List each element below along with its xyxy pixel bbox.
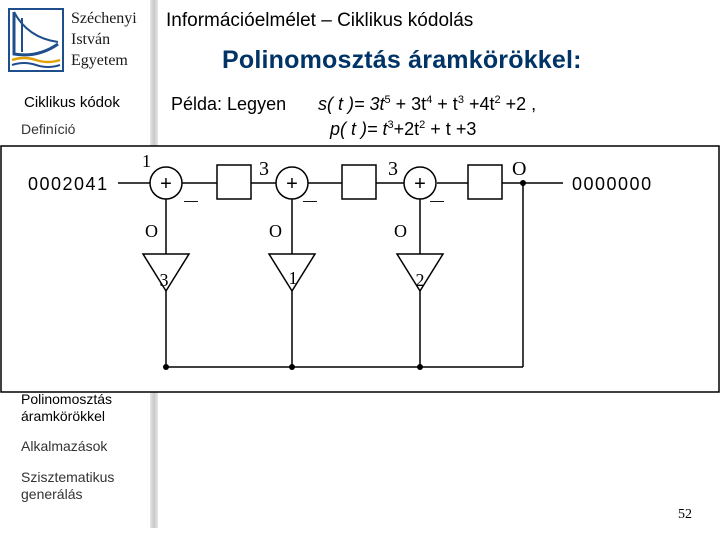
example-label: Példa: Legyen <box>171 94 287 114</box>
division-circuit-diagram: + — 1 O + — 3 O + — 3 O O 3 1 2 0002041 … <box>0 145 720 393</box>
nav-item-cyclic-codes[interactable]: Ciklikus kódok <box>24 94 120 111</box>
multiplier-1: 3 <box>141 253 191 293</box>
input-bitstream: 0002041 <box>28 174 109 194</box>
adder-input-value: 3 <box>259 158 269 180</box>
adder-3: + — 3 O <box>388 158 444 241</box>
multiplier-coefficient: 1 <box>289 268 298 288</box>
nav-item-label: áramkörökkel <box>21 408 106 424</box>
adder-2: + — 3 O <box>259 158 317 241</box>
university-logo <box>8 8 64 72</box>
university-name: Széchenyi István Egyetem <box>71 9 137 72</box>
nav-item-applications[interactable]: Alkalmazások <box>21 438 108 454</box>
adder-feedback-value: O <box>269 221 282 241</box>
slide-title: Polinomosztás áramkörökkel: <box>222 46 582 74</box>
p-polynomial: p( t )= t3+2t2 + t +3 <box>330 119 477 139</box>
adder-feedback-value: O <box>394 221 407 241</box>
multiplier-2: 1 <box>267 253 317 293</box>
university-name-line3: Egyetem <box>71 52 128 69</box>
nav-item-label: generálás <box>21 486 83 502</box>
s-polynomial: s( t )= 3t5 + 3t4 + t3 +4t2 +2 , <box>318 94 537 114</box>
adder-minus: — <box>303 192 317 208</box>
multiplier-coefficient: 2 <box>416 270 425 290</box>
register-3 <box>467 164 503 200</box>
university-name-line1: Széchenyi <box>71 10 137 27</box>
multiplier-3: 2 <box>395 253 445 293</box>
output-bitstream: 0000000 <box>572 174 653 194</box>
register-1 <box>216 164 252 200</box>
nav-item-polynomial-division[interactable]: Polinomosztás áramkörökkel <box>21 391 171 425</box>
junction-dot <box>163 364 169 370</box>
adder-feedback-value: O <box>145 221 158 241</box>
register-2 <box>341 164 377 200</box>
adder-sign: + <box>414 173 426 195</box>
nav-item-systematic-generation[interactable]: Szisztematikus generálás <box>21 469 171 503</box>
junction-dot <box>417 364 423 370</box>
register-output-value: O <box>512 158 526 180</box>
multiplier-coefficient: 3 <box>160 270 169 290</box>
adder-input-value: 1 <box>142 151 151 171</box>
junction-dot <box>289 364 295 370</box>
page-number: 52 <box>678 507 692 522</box>
adder-sign: + <box>286 173 298 195</box>
nav-item-definition[interactable]: Definíció <box>21 121 76 137</box>
adder-input-value: 3 <box>388 158 398 180</box>
nav-item-label: Polinomosztás <box>21 391 113 407</box>
header-title: Információelmélet – Ciklikus kódolás <box>166 10 474 31</box>
junction-dot <box>520 180 526 186</box>
adder-1: + — 1 O <box>142 151 198 241</box>
university-name-line2: István <box>71 31 111 48</box>
nav-item-label: Szisztematikus <box>21 469 115 485</box>
adder-sign: + <box>160 173 172 195</box>
adder-minus: — <box>430 192 444 208</box>
adder-minus: — <box>184 192 198 208</box>
